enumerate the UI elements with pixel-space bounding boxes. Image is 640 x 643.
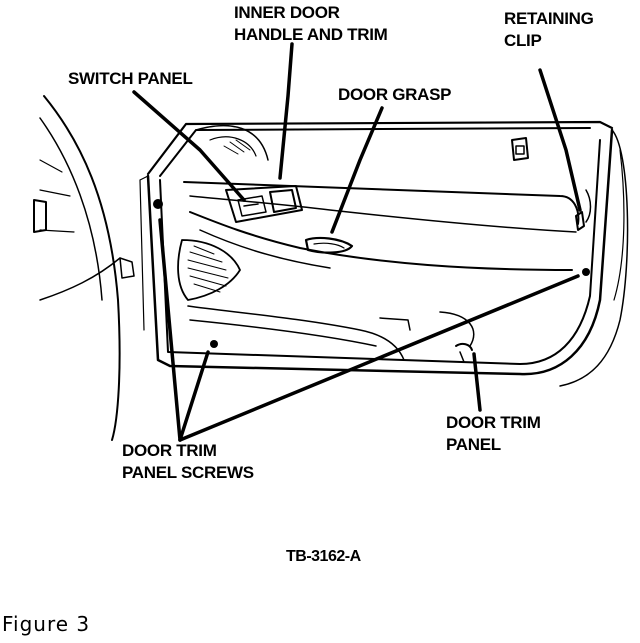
retaining-clip-icon bbox=[575, 211, 585, 231]
label-retaining-clip-line2: CLIP bbox=[504, 31, 542, 50]
label-door-trim-panel-screws-line1: DOOR TRIM bbox=[122, 441, 217, 460]
label-retaining-clip: RETAINING CLIP bbox=[504, 8, 594, 52]
leader-lines bbox=[132, 42, 582, 442]
door-window-frame bbox=[146, 120, 614, 177]
door-grasp-drawing bbox=[304, 236, 354, 254]
switch-panel-drawing bbox=[225, 185, 303, 223]
label-door-trim-panel: DOOR TRIM PANEL bbox=[446, 412, 541, 456]
upper-screw-icon bbox=[153, 199, 163, 209]
figure-id: TB-3162-A bbox=[286, 548, 361, 565]
label-door-trim-panel-line2: PANEL bbox=[446, 435, 501, 454]
label-switch-panel: SWITCH PANEL bbox=[68, 69, 193, 88]
label-door-grasp: DOOR GRASP bbox=[338, 85, 452, 104]
fasteners bbox=[153, 189, 592, 348]
figure-caption: Figure 3 bbox=[2, 612, 91, 636]
label-door-trim-panel-screws: DOOR TRIM PANEL SCREWS bbox=[122, 440, 254, 484]
label-inner-door-handle: INNER DOOR HANDLE AND TRIM bbox=[234, 2, 388, 46]
label-door-trim-panel-line1: DOOR TRIM bbox=[446, 413, 541, 432]
door-shell bbox=[139, 128, 629, 387]
label-retaining-clip-line1: RETAINING bbox=[504, 9, 594, 28]
a-pillar-drawing bbox=[33, 95, 135, 441]
label-door-trim-panel-screws-line2: PANEL SCREWS bbox=[122, 463, 254, 482]
lower-screw-icon bbox=[210, 340, 218, 348]
trim-panel-contours bbox=[177, 181, 580, 363]
right-screw-icon bbox=[582, 268, 590, 276]
label-inner-door-handle-line1: INNER DOOR bbox=[234, 3, 340, 22]
label-inner-door-handle-line2: HANDLE AND TRIM bbox=[234, 25, 388, 44]
